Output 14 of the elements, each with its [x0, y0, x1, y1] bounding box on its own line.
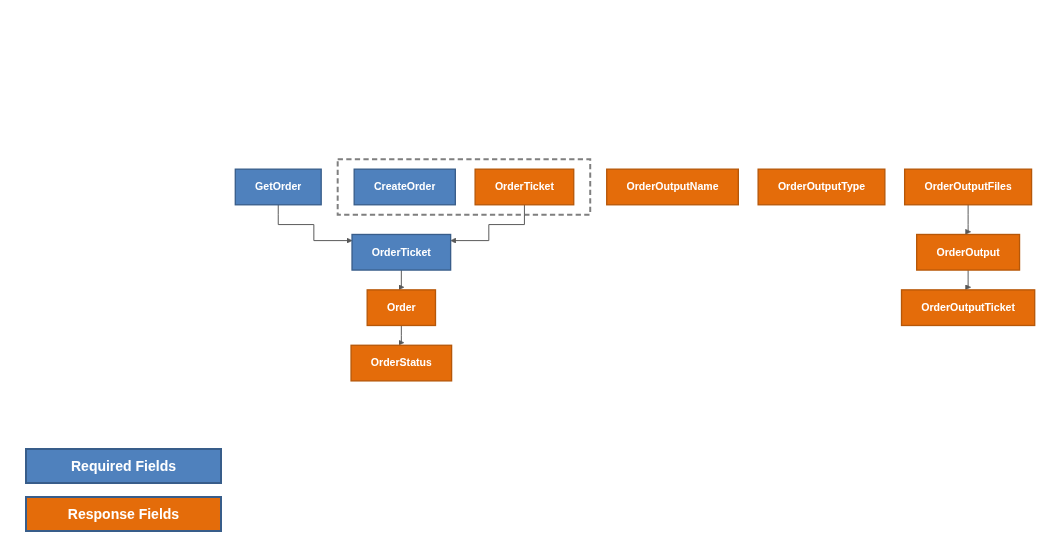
- node-box: OrderOutputFiles: [904, 168, 1033, 206]
- node-box: OrderTicket: [351, 233, 452, 271]
- legend-swatch: Response Fields: [25, 496, 222, 532]
- node-box: OrderOutputType: [757, 168, 886, 206]
- node-box: OrderOutputTicket: [900, 289, 1036, 327]
- node-box: GetOrder: [234, 168, 322, 206]
- legend-swatch: Required Fields: [25, 448, 222, 484]
- cluster: [336, 158, 592, 216]
- node-box: OrderStatus: [350, 344, 453, 382]
- node-box: CreateOrder: [353, 168, 456, 206]
- node-box: OrderTicket: [474, 168, 575, 206]
- node-box: Order: [366, 289, 437, 327]
- node-box: OrderOutput: [916, 233, 1021, 271]
- node-box: OrderOutputName: [606, 168, 739, 206]
